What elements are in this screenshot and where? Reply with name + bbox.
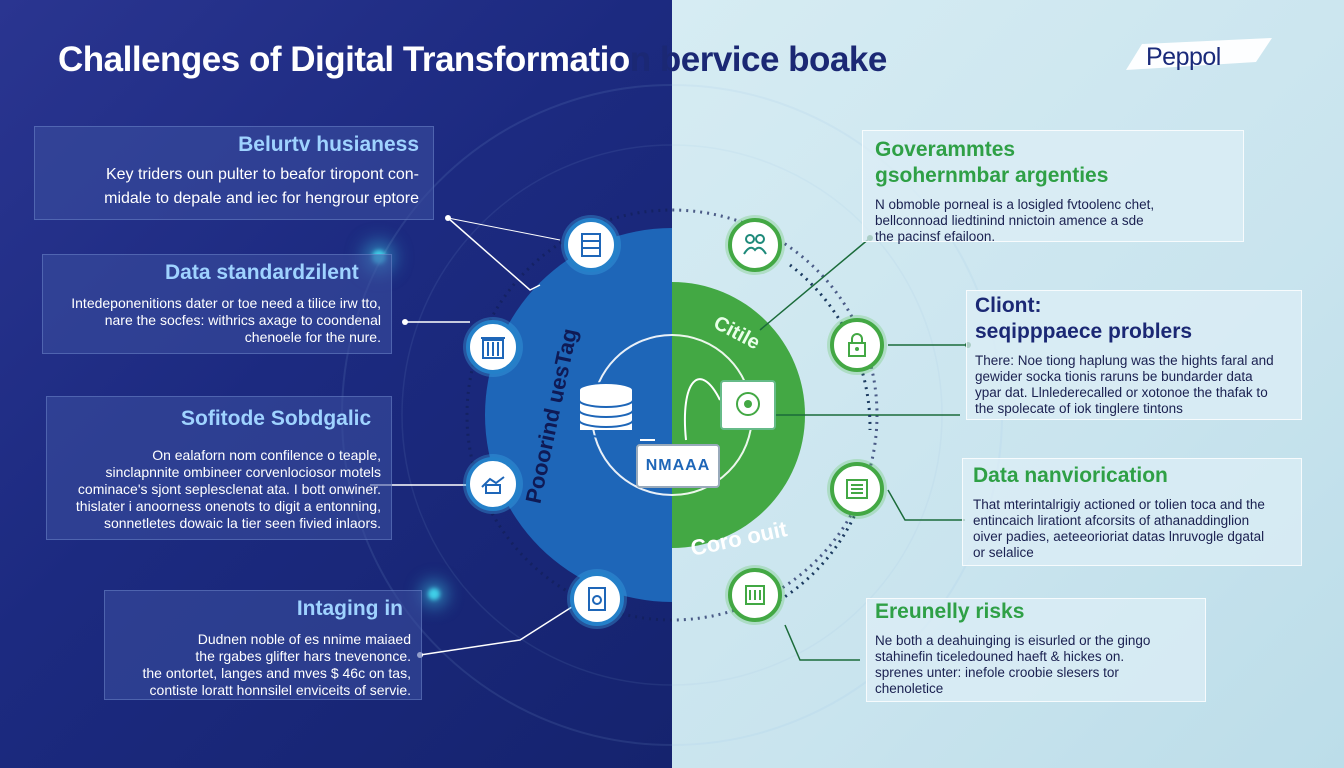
right-card-risks: Ereunelly risks Ne both a deahuinging is… — [866, 598, 1206, 702]
phone-device-icon — [720, 380, 776, 430]
card-body: Intedeponenitions dater or toe need a ti… — [71, 295, 381, 345]
device-box: NMAAA — [636, 444, 720, 488]
logo-swoosh-icon — [1126, 38, 1272, 70]
server-stack-icon — [564, 218, 618, 272]
page-title: Challenges of Digital Transformation ber… — [58, 40, 887, 80]
card-heading: Data nanviorication — [973, 464, 1168, 487]
lock-icon — [830, 318, 884, 372]
right-card-data-navigation: Data nanviorication That mterintalrigiy … — [962, 458, 1302, 566]
card-heading: Cliont: seqipppaece problers — [975, 294, 1193, 343]
page-title-part2: n bervice boake — [629, 40, 888, 79]
card-body: N obmoble porneal is a losigled fvtoolen… — [875, 197, 1155, 244]
card-body: Ne both a deahuinging is eisurled or the… — [875, 633, 1151, 696]
card-heading: Intaging in — [296, 597, 403, 620]
left-card-data-standard: Data standardzilent Intedeponenitions da… — [42, 254, 392, 354]
card-body: On ealaforn nom confilence o teaple, sin… — [75, 447, 381, 531]
left-card-integration: Intaging in Dudnen noble of es nnime mai… — [104, 590, 422, 700]
right-card-government: Goverammtes gsohernmbar argenties N obmo… — [862, 130, 1244, 244]
database-icon — [577, 382, 635, 438]
left-card-software: Sofitode Sobdgalic On ealaforn nom confi… — [46, 396, 392, 540]
document-list-icon — [830, 462, 884, 516]
page-title-part1: Challenges of Digital Transformatio — [58, 40, 630, 79]
card-body: That mterintalrigiy actioned or tolien t… — [973, 497, 1265, 560]
card-body: There: Noe tiong haplung was the hights … — [975, 353, 1274, 416]
building-icon — [466, 320, 520, 374]
people-exchange-icon — [728, 218, 782, 272]
card-body: Key triders oun pulter to beafor tiropon… — [104, 166, 419, 207]
peppol-logo: Peppol — [1124, 36, 1274, 76]
glow-dot — [428, 588, 440, 600]
invoice-icon — [728, 568, 782, 622]
handshake-icon — [466, 457, 520, 511]
card-heading: Sofitode Sobdgalic — [181, 407, 372, 430]
card-heading: Goverammtes gsohernmbar argenties — [875, 138, 1109, 187]
left-card-business: Belurtv husianess Key triders oun pulter… — [34, 126, 434, 220]
card-heading: Ereunelly risks — [875, 600, 1025, 623]
logo-text: Peppol — [1146, 43, 1221, 71]
right-card-client: Cliont: seqipppaece problers There: Noe … — [966, 290, 1302, 420]
device-label: NMAAA — [645, 457, 711, 474]
card-heading: Belurtv husianess — [238, 133, 419, 156]
document-icon — [570, 572, 624, 626]
card-heading: Data standardzilent — [165, 261, 359, 284]
card-body: Dudnen noble of es nnime maiaed the rgab… — [142, 631, 411, 698]
